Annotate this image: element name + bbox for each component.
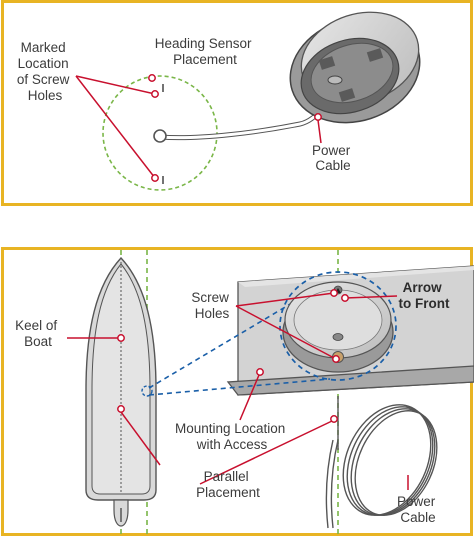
callout-dot	[151, 174, 159, 182]
callout-dot	[117, 405, 125, 413]
label-mounting-location: Mounting Location with Access	[175, 421, 289, 452]
label-power-cable-bottom: Power Cable	[397, 494, 439, 525]
sensor-zoom-circle	[279, 271, 397, 381]
heading-sensor-top	[289, 11, 421, 124]
callout-lines-top	[75, 75, 322, 179]
callout-dot	[117, 334, 125, 342]
label-power-cable-top: Power Cable	[312, 143, 354, 173]
label-keel: Keel of Boat	[15, 318, 61, 349]
callout-dot	[151, 90, 159, 98]
boat-hull	[85, 256, 157, 527]
cable-end	[153, 129, 167, 143]
label-marked-screw-holes: Marked Location of Screw Holes	[17, 40, 73, 103]
callout-dot	[330, 415, 338, 423]
callout-dot	[148, 74, 156, 82]
callout-dot	[330, 289, 338, 297]
heading-sensor-mounted	[282, 281, 394, 373]
callout-lines-bottom	[67, 292, 409, 490]
power-cable-coil	[325, 396, 438, 529]
zoom-source	[141, 385, 153, 397]
zoom-line-upper	[148, 302, 293, 389]
zoom-line-lower	[148, 378, 331, 396]
label-parallel-placement: Parallel Placement	[196, 469, 260, 500]
label-arrow-front: Arrow to Front	[399, 280, 450, 311]
callout-dot	[332, 355, 340, 363]
callout-dot	[314, 113, 322, 121]
callout-dot	[256, 368, 264, 376]
label-sensor-placement: Heading Sensor Placement	[155, 36, 256, 67]
label-screw-holes: Screw Holes	[191, 290, 232, 321]
sensor-placement-circle	[102, 75, 218, 191]
callout-dot	[341, 294, 349, 302]
